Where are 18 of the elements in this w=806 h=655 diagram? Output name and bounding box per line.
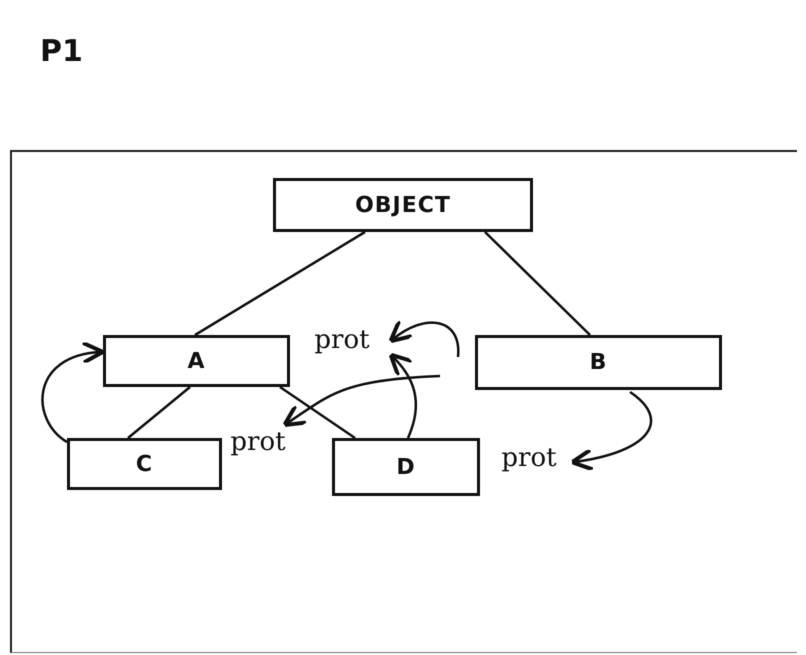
class-box: C (67, 438, 222, 490)
member-label: prot (294, 322, 390, 358)
member-label: prot (486, 440, 572, 476)
connector-line (279, 386, 356, 440)
class-box: B (475, 335, 722, 390)
curved-arrow (388, 319, 460, 358)
connector-line (127, 386, 191, 439)
curved-arrow (570, 391, 652, 471)
member-label: prot (225, 424, 291, 460)
class-box: A (103, 335, 290, 387)
curved-arrow (282, 374, 440, 428)
class-box: OBJECT (273, 178, 533, 232)
connector-line (194, 230, 366, 336)
class-box: D (332, 438, 480, 496)
title: P1 (40, 34, 83, 69)
connector-line (484, 231, 591, 336)
curved-arrow (388, 352, 418, 438)
curved-arrow (41, 342, 105, 443)
